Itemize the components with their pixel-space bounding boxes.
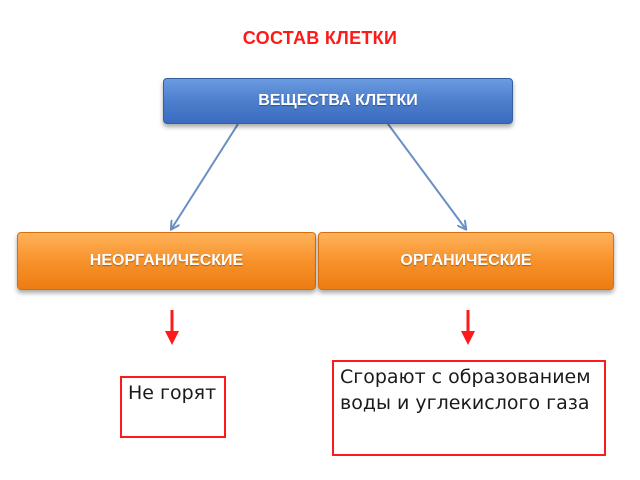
inorganic-node-label: НЕОРГАНИЧЕСКИЕ bbox=[89, 252, 244, 269]
root-node: ВЕЩЕСТВА КЛЕТКИ bbox=[163, 78, 513, 124]
inorganic-node: НЕОРГАНИЧЕСКИЕ bbox=[17, 232, 316, 290]
connector-arrow-left bbox=[172, 123, 239, 228]
organic-note: Сгорают с образованием воды и углекислог… bbox=[332, 360, 606, 456]
organic-node-label: ОРГАНИЧЕСКИЕ bbox=[400, 252, 532, 269]
organic-node: ОРГАНИЧЕСКИЕ bbox=[318, 232, 614, 290]
inorganic-note: Не горят bbox=[120, 376, 226, 438]
connector-arrow-right bbox=[387, 123, 465, 228]
root-node-label: ВЕЩЕСТВА КЛЕТКИ bbox=[258, 92, 418, 109]
diagram-title: СОСТАВ КЛЕТКИ bbox=[242, 28, 398, 48]
